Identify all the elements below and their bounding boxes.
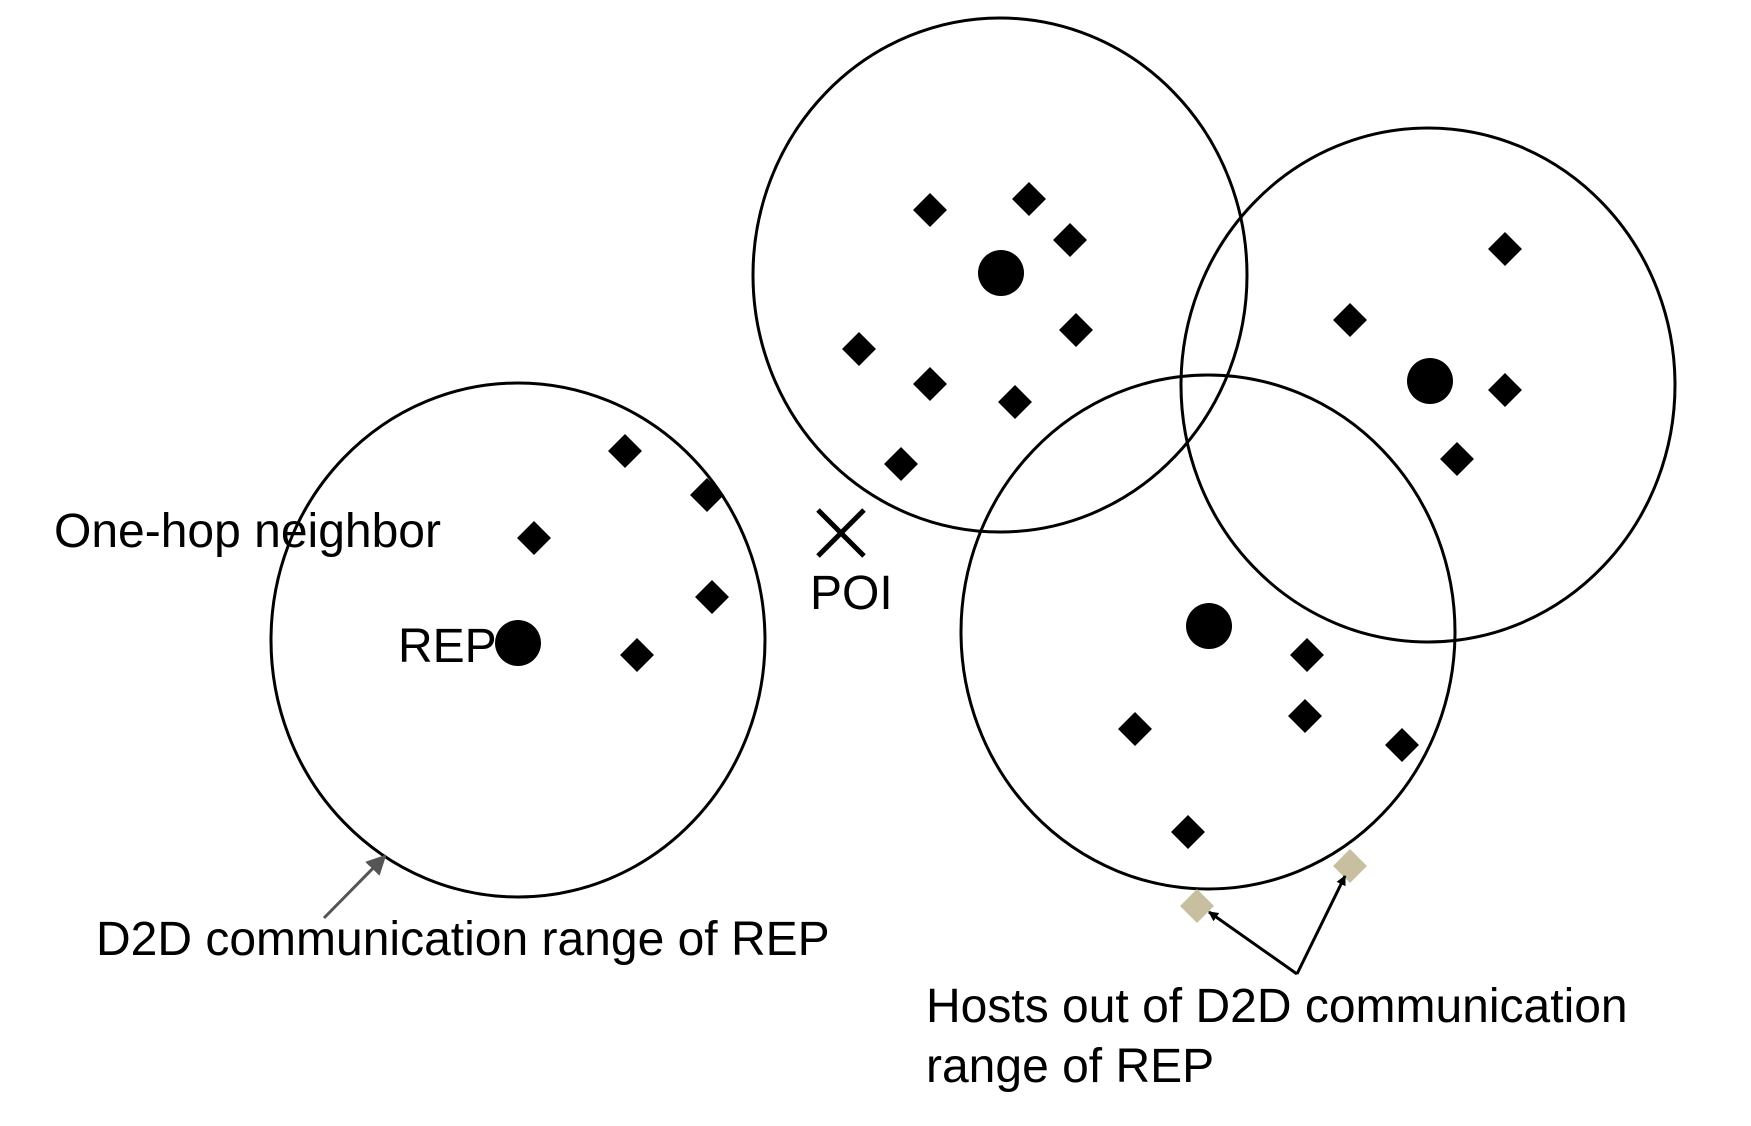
hosts-out-of-range-label-line1: Hosts out of D2D communication	[926, 980, 1628, 1033]
neighbor-host	[1118, 712, 1152, 746]
neighbor-host	[1488, 373, 1522, 407]
poi-marker	[816, 508, 866, 558]
out-of-range-host	[1180, 889, 1214, 923]
rep-label: REP	[398, 620, 497, 673]
neighbor-host	[690, 478, 724, 512]
d2d-range-label: D2D communication range of REP	[96, 913, 830, 966]
range-pointer-arrow	[322, 854, 387, 920]
out-of-range-host	[1333, 849, 1367, 883]
hosts-out-of-range-label: Hosts out of D2D communication range of …	[926, 977, 1628, 1097]
neighbor-host	[913, 367, 947, 401]
range-circle-left	[269, 381, 767, 899]
neighbor-host	[1440, 442, 1474, 476]
poi-label: POI	[810, 567, 893, 620]
one-hop-neighbor-label: One-hop neighbor	[54, 505, 441, 558]
range-circle-right	[1179, 126, 1677, 644]
range-circle-bottom	[959, 373, 1457, 891]
range-circle-top	[751, 16, 1249, 534]
legend-neighbor-diamond	[517, 521, 551, 555]
rep-node-left	[495, 620, 541, 666]
hosts-pointer-arrows	[1208, 875, 1347, 976]
rep-node-top	[978, 250, 1024, 296]
neighbor-host	[1171, 815, 1205, 849]
neighbor-host	[1012, 182, 1046, 216]
neighbor-host	[1053, 223, 1087, 257]
neighbor-host	[620, 638, 654, 672]
neighbor-host	[1290, 638, 1324, 672]
neighbor-host	[998, 385, 1032, 419]
neighbor-host	[1288, 699, 1322, 733]
neighbor-host	[1488, 232, 1522, 266]
neighbor-host	[608, 434, 642, 468]
rep-node-bottom	[1186, 603, 1232, 649]
hosts-out-of-range-label-line2: range of REP	[926, 1040, 1215, 1093]
neighbor-host	[1059, 313, 1093, 347]
neighbor-host	[842, 332, 876, 366]
rep-node-right	[1407, 358, 1453, 404]
neighbor-host	[913, 193, 947, 227]
neighbor-host	[1385, 728, 1419, 762]
neighbor-host	[1333, 303, 1367, 337]
neighbor-host	[884, 447, 918, 481]
neighbor-host	[695, 580, 729, 614]
